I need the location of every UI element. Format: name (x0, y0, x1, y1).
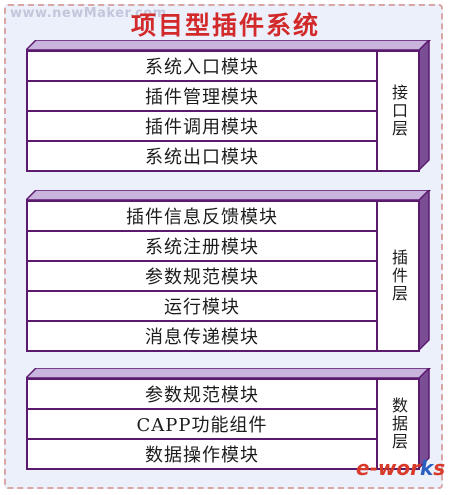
layer-label: 数据层 (389, 397, 408, 451)
diagram-title: 项目型插件系统 (130, 11, 320, 40)
module-box: 参数规范模块 (26, 260, 378, 292)
watermark: www.newMaker.com (10, 6, 167, 21)
module-box: 系统出口模块 (26, 140, 378, 172)
layer-side-face (419, 368, 430, 470)
layer-label-box: 数据层 (376, 378, 420, 470)
layer-side-face (419, 190, 430, 352)
module-box: 插件信息反馈模块 (26, 200, 378, 232)
module-box: CAPP功能组件 (26, 408, 378, 440)
module-box: 插件管理模块 (26, 80, 378, 112)
layer-label-box: 插件层 (376, 200, 420, 352)
layer-label: 接口层 (389, 84, 408, 138)
layer-label: 插件层 (389, 249, 408, 303)
module-box: 消息传递模块 (26, 320, 378, 352)
module-box: 插件调用模块 (26, 110, 378, 142)
module-box: 系统入口模块 (26, 50, 378, 82)
module-box: 系统注册模块 (26, 230, 378, 262)
module-box: 数据操作模块 (26, 438, 378, 470)
layer-label-box: 接口层 (376, 50, 420, 172)
e-works-logo: e-works (356, 456, 446, 480)
layer-side-face (419, 40, 430, 172)
module-box: 运行模块 (26, 290, 378, 322)
module-box: 参数规范模块 (26, 378, 378, 410)
